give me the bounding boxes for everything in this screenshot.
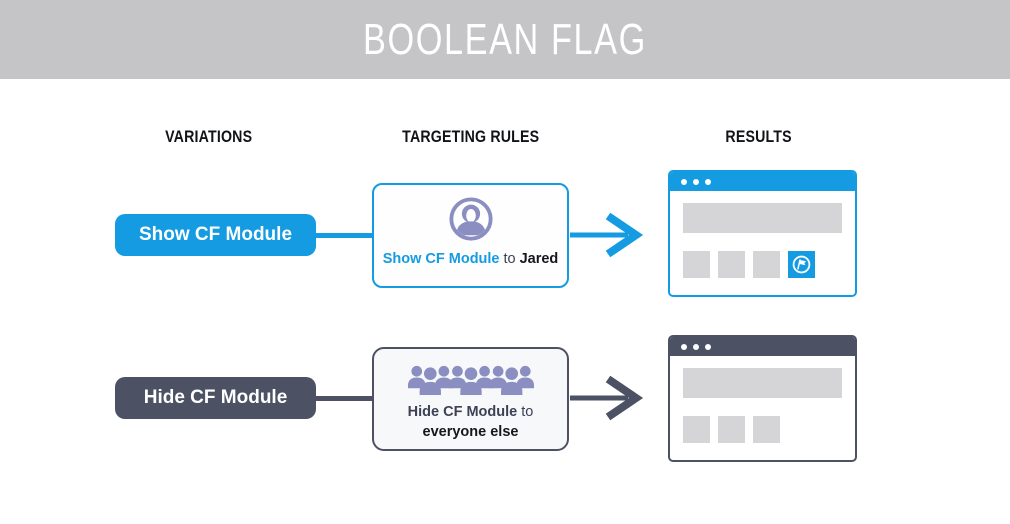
variation-hide-cf-module: Hide CF Module: [115, 377, 316, 419]
window-control-dot: [705, 343, 711, 350]
rule-connector-word: to: [521, 404, 534, 420]
rule-flag-name: Show CF Module: [382, 251, 500, 267]
column-header-targeting-rules: TARGETING RULES: [402, 128, 540, 146]
user-crowd-icon: [407, 365, 534, 396]
rule-audience: everyone else: [422, 424, 519, 441]
tile-placeholder: [718, 416, 745, 443]
arrow-right-dark: [570, 375, 644, 421]
column-header-variations: VARIATIONS: [165, 128, 253, 146]
tile-placeholder: [718, 251, 745, 278]
variation-label: Hide CF Module: [143, 387, 288, 408]
window-control-dot: [681, 343, 687, 350]
rule-audience: Jared: [519, 251, 559, 267]
result-browser-show: [668, 170, 857, 297]
single-user-avatar-icon: [448, 197, 493, 241]
result-browser-hide: [668, 335, 857, 462]
page-hero-placeholder: [683, 368, 842, 398]
browser-titlebar: [670, 337, 855, 356]
browser-titlebar: [670, 172, 855, 191]
title-banner: BOOLEAN FLAG: [0, 0, 1010, 79]
column-header-results: RESULTS: [725, 128, 793, 146]
cf-module-tile: [788, 251, 815, 278]
tile-placeholder: [753, 416, 780, 443]
variation-label: Show CF Module: [138, 224, 293, 245]
tile-row: [683, 251, 842, 278]
window-control-dot: [693, 178, 699, 185]
rule-flag-name: Hide CF Module: [407, 404, 518, 420]
diagram-title: BOOLEAN FLAG: [363, 14, 647, 64]
tile-placeholder: [683, 251, 710, 278]
window-control-dot: [693, 343, 699, 350]
window-control-dot: [681, 178, 687, 185]
rule-connector-word: to: [503, 251, 516, 267]
variation-show-cf-module: Show CF Module: [115, 214, 316, 256]
tile-placeholder: [683, 416, 710, 443]
tile-row: [683, 416, 842, 443]
flag-circle-icon: [792, 255, 811, 274]
connector-line-hide: [314, 396, 374, 401]
arrow-right-blue: [570, 212, 644, 258]
page-hero-placeholder: [683, 203, 842, 233]
tile-placeholder: [753, 251, 780, 278]
connector-line-show: [314, 233, 374, 238]
window-control-dot: [705, 178, 711, 185]
